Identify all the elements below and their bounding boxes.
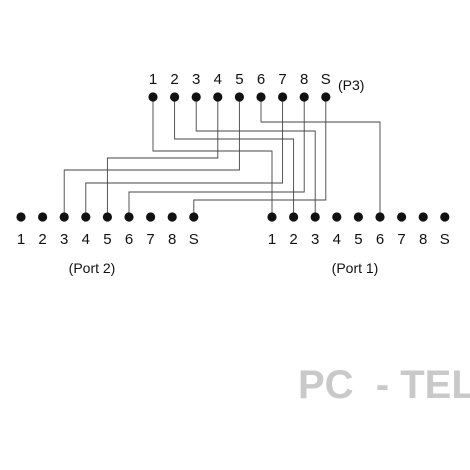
port2-pin-1-label: 1 <box>17 231 25 248</box>
p3-pin-8-label: 8 <box>300 71 308 88</box>
wire-p3-1-to-port1-1 <box>152 97 273 217</box>
port1-connector-name: (Port 1) <box>332 260 379 276</box>
p3-pin-1-dot <box>148 92 158 102</box>
p3-pin-8-dot <box>299 92 309 102</box>
p3-pin-6-label: 6 <box>257 71 265 88</box>
port2-pin-S-label: S <box>189 231 199 248</box>
p3-pin-S-dot <box>321 92 331 102</box>
port2-pin-4-dot <box>81 212 91 222</box>
port2-pin-S-dot <box>189 212 199 222</box>
p3-pin-4-dot <box>213 92 223 102</box>
p3-pin-3-dot <box>191 92 201 102</box>
p3-pin-7-dot <box>278 92 288 102</box>
port1-pin-5-label: 5 <box>354 231 362 248</box>
wire-p3-S-to-port2-S <box>193 97 327 217</box>
port1-pin-3-dot <box>310 212 320 222</box>
port2-pin-5-label: 5 <box>103 231 111 248</box>
port2-pin-3-dot <box>59 212 69 222</box>
wire-p3-7-to-port2-4 <box>85 97 284 217</box>
port2-pin-8-dot <box>167 212 177 222</box>
watermark-logo: PC - TEL <box>298 363 470 407</box>
port1-pin-1-label: 1 <box>268 231 276 248</box>
port1-pin-S-dot <box>440 212 450 222</box>
p3-connector-name: (P3) <box>338 77 364 93</box>
wire-p3-6-to-port1-6 <box>260 97 381 217</box>
port1-pin-4-dot <box>332 212 342 222</box>
port2-pin-2-label: 2 <box>38 231 46 248</box>
port1-pin-7-label: 7 <box>397 231 405 248</box>
p3-pin-1-label: 1 <box>149 71 157 88</box>
port2-pin-6-dot <box>124 212 134 222</box>
p3-pin-7-label: 7 <box>278 71 286 88</box>
port1-pin-8-label: 8 <box>419 231 427 248</box>
port2-pin-2-dot <box>38 212 48 222</box>
port1-pin-S-label: S <box>440 231 450 248</box>
wires-layer <box>63 97 381 217</box>
port1-pin-4-label: 4 <box>333 231 341 248</box>
wire-p3-5-to-port2-3 <box>63 97 240 217</box>
port1-pin-8-dot <box>418 212 428 222</box>
pins-layer <box>16 92 450 222</box>
port2-pin-4-label: 4 <box>82 231 90 248</box>
p3-pin-5-label: 5 <box>235 71 243 88</box>
port2-pin-1-dot <box>16 212 26 222</box>
port2-pin-6-label: 6 <box>125 231 133 248</box>
port2-connector-name: (Port 2) <box>69 260 116 276</box>
p3-pin-S-label: S <box>321 71 331 88</box>
wire-p3-2-to-port1-2 <box>174 97 295 217</box>
port1-pin-6-label: 6 <box>376 231 384 248</box>
port1-pin-1-dot <box>267 212 277 222</box>
p3-pin-4-label: 4 <box>214 71 222 88</box>
port1-pin-7-dot <box>397 212 407 222</box>
wire-p3-3-to-port1-3 <box>195 97 316 217</box>
p3-pin-2-label: 2 <box>170 71 178 88</box>
port2-pin-3-label: 3 <box>60 231 68 248</box>
p3-pin-2-dot <box>170 92 180 102</box>
port2-pin-7-dot <box>146 212 156 222</box>
port1-pin-2-dot <box>289 212 299 222</box>
port2-pin-8-label: 8 <box>168 231 176 248</box>
p3-pin-3-label: 3 <box>192 71 200 88</box>
port2-pin-5-dot <box>102 212 112 222</box>
port1-pin-6-dot <box>375 212 385 222</box>
port1-pin-5-dot <box>353 212 363 222</box>
port1-pin-2-label: 2 <box>289 231 297 248</box>
port1-pin-3-label: 3 <box>311 231 319 248</box>
p3-pin-6-dot <box>256 92 266 102</box>
port2-pin-7-label: 7 <box>146 231 154 248</box>
wire-p3-8-to-port2-6 <box>128 97 305 217</box>
p3-pin-5-dot <box>234 92 244 102</box>
wire-p3-4-to-port2-5 <box>106 97 219 217</box>
